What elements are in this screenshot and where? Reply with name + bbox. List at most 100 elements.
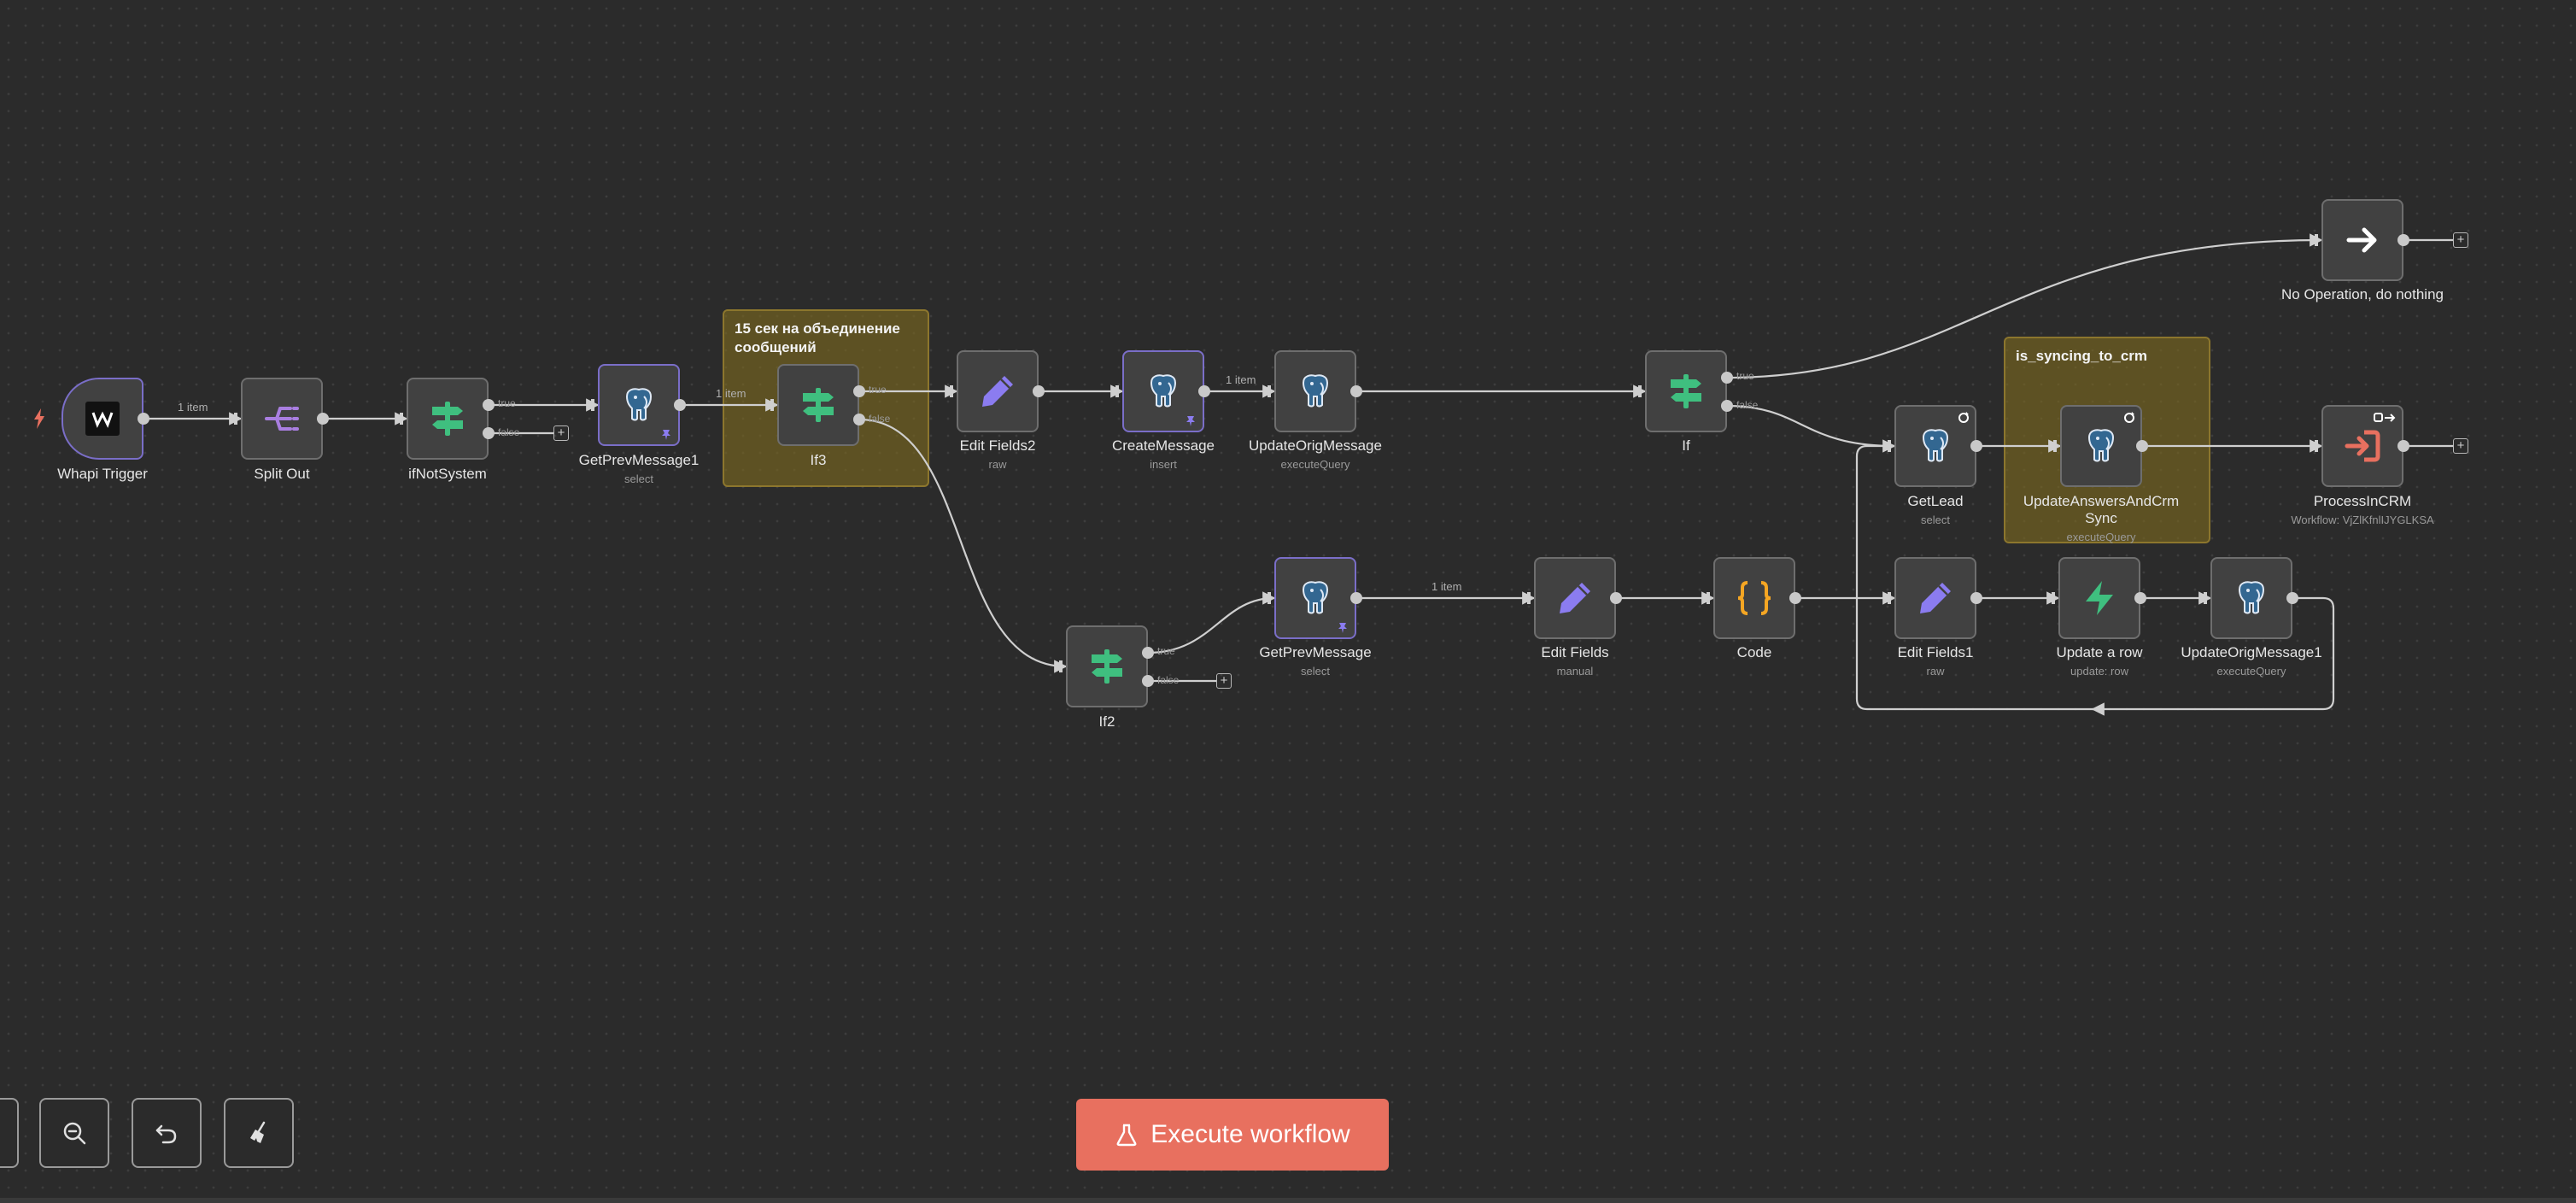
output-handle[interactable]	[1970, 592, 1982, 604]
output-handle-false[interactable]	[1721, 400, 1733, 412]
node-create-message[interactable]	[1122, 350, 1204, 432]
node-if3[interactable]	[777, 364, 859, 446]
node-update-a-row[interactable]	[2058, 557, 2140, 639]
node-update-orig-message1[interactable]	[2210, 557, 2292, 639]
node-edit-fields2[interactable]	[957, 350, 1039, 432]
pin-icon	[1338, 623, 1347, 633]
node-edit-fields1[interactable]	[1894, 557, 1976, 639]
node-label: Edit Fields2	[959, 437, 1036, 454]
node-update-orig-message[interactable]	[1274, 350, 1356, 432]
node-whapi-trigger[interactable]	[61, 378, 143, 460]
sticky-note-merge[interactable]: 15 сек на объединение сообщений	[723, 309, 929, 487]
output-handle[interactable]	[2286, 592, 2298, 604]
node-label: Whapi Trigger	[57, 466, 148, 482]
output-handle-true[interactable]	[1142, 647, 1154, 659]
node-label: Edit Fields1	[1897, 644, 1974, 660]
node-subtitle: raw	[1926, 665, 1945, 678]
node-label: If	[1682, 437, 1690, 454]
split-out-icon	[265, 407, 299, 431]
loop-indicator-icon	[1958, 412, 1969, 423]
zoom-out-button[interactable]	[39, 1098, 109, 1168]
postgres-elephant-icon	[1922, 429, 1949, 462]
output-handle[interactable]	[317, 413, 329, 425]
port-label-true: true	[869, 384, 887, 396]
node-label: No Operation, do nothing	[2281, 286, 2444, 302]
output-handle[interactable]	[1033, 385, 1045, 397]
zoom-to-fit-button[interactable]	[0, 1098, 19, 1168]
if-signpost-icon	[432, 402, 463, 436]
postgres-elephant-icon	[625, 388, 653, 421]
node-subtitle: executeQuery	[2216, 665, 2286, 678]
edge-item-count: 1 item	[1226, 373, 1256, 386]
node-split-out[interactable]	[241, 378, 323, 460]
postgres-elephant-icon	[2087, 429, 2115, 462]
node-label: GetLead	[1907, 493, 1964, 509]
output-handle-false[interactable]	[483, 427, 495, 439]
add-node-button[interactable]: +	[553, 425, 569, 441]
if-signpost-icon	[1671, 374, 1701, 408]
node-label: UpdateOrigMessage1	[2181, 644, 2322, 660]
output-handle[interactable]	[2134, 592, 2146, 604]
output-handle-true[interactable]	[483, 399, 495, 411]
node-if2[interactable]	[1066, 625, 1148, 707]
node-label: CreateMessage	[1111, 437, 1215, 454]
postgres-elephant-icon	[1302, 374, 1329, 408]
pencil-icon	[982, 376, 1013, 407]
output-handle-true[interactable]	[1721, 372, 1733, 384]
tidy-up-button[interactable]	[224, 1098, 294, 1168]
node-subtitle: executeQuery	[2066, 531, 2136, 543]
output-handle[interactable]	[2397, 234, 2409, 246]
loop-indicator-icon	[2124, 412, 2134, 423]
broom-icon	[250, 1121, 266, 1143]
node-label: GetPrevMessage	[1259, 644, 1372, 660]
node-label: If3	[810, 452, 827, 468]
port-label-true: true	[1157, 645, 1175, 657]
pin-icon	[1186, 416, 1195, 426]
output-handle-false[interactable]	[853, 414, 865, 425]
edge-item-count: 1 item	[1431, 580, 1462, 593]
node-no-operation[interactable]	[2321, 199, 2403, 281]
node-subtitle: Workflow: VjZlKfnlIJYGLKSA	[2291, 513, 2434, 526]
node-label: If2	[1098, 713, 1115, 730]
execute-workflow-button[interactable]: Execute workflow	[1076, 1099, 1389, 1171]
if-signpost-icon	[803, 388, 834, 422]
output-handle[interactable]	[138, 413, 149, 425]
output-handle[interactable]	[1970, 440, 1982, 452]
output-handle-false[interactable]	[1142, 675, 1154, 687]
if-signpost-icon	[1092, 649, 1122, 684]
trigger-bolt-icon	[34, 408, 44, 429]
node-label: Split Out	[254, 466, 310, 482]
output-handle[interactable]	[2397, 440, 2409, 452]
node-if-not-system[interactable]	[407, 378, 489, 460]
node-if[interactable]	[1645, 350, 1727, 432]
zoom-out-icon	[63, 1122, 86, 1145]
output-handle[interactable]	[1610, 592, 1622, 604]
edge-item-count: 1 item	[716, 387, 746, 400]
node-code[interactable]	[1713, 557, 1795, 639]
postgres-elephant-icon	[1150, 374, 1177, 408]
add-node-button[interactable]: +	[2453, 232, 2468, 248]
execute-workflow-label: Execute workflow	[1150, 1120, 1350, 1148]
node-label: UpdateAnswersAndCrm Sync	[2023, 493, 2180, 526]
output-handle[interactable]	[2136, 440, 2148, 452]
node-get-lead[interactable]	[1894, 405, 1976, 487]
node-subtitle: select	[1301, 665, 1330, 678]
node-label: UpdateOrigMessage	[1249, 437, 1382, 454]
output-handle-true[interactable]	[853, 385, 865, 397]
sticky-note-text: is_syncing_to_crm	[2016, 348, 2148, 364]
node-update-answers-crm-sync[interactable]	[2060, 405, 2142, 487]
output-handle[interactable]	[1198, 385, 1210, 397]
postgres-elephant-icon	[2238, 581, 2265, 614]
output-handle[interactable]	[1789, 592, 1801, 604]
output-handle[interactable]	[1350, 385, 1362, 397]
undo-icon	[155, 1124, 177, 1144]
undo-button[interactable]	[132, 1098, 202, 1168]
output-handle[interactable]	[1350, 592, 1362, 604]
output-handle[interactable]	[674, 399, 686, 411]
add-node-button[interactable]: +	[2453, 438, 2468, 454]
node-edit-fields[interactable]	[1534, 557, 1616, 639]
sub-workflow-enter-icon	[2345, 430, 2380, 462]
add-node-button[interactable]: +	[1216, 673, 1232, 689]
supabase-bolt-icon	[2086, 581, 2113, 615]
